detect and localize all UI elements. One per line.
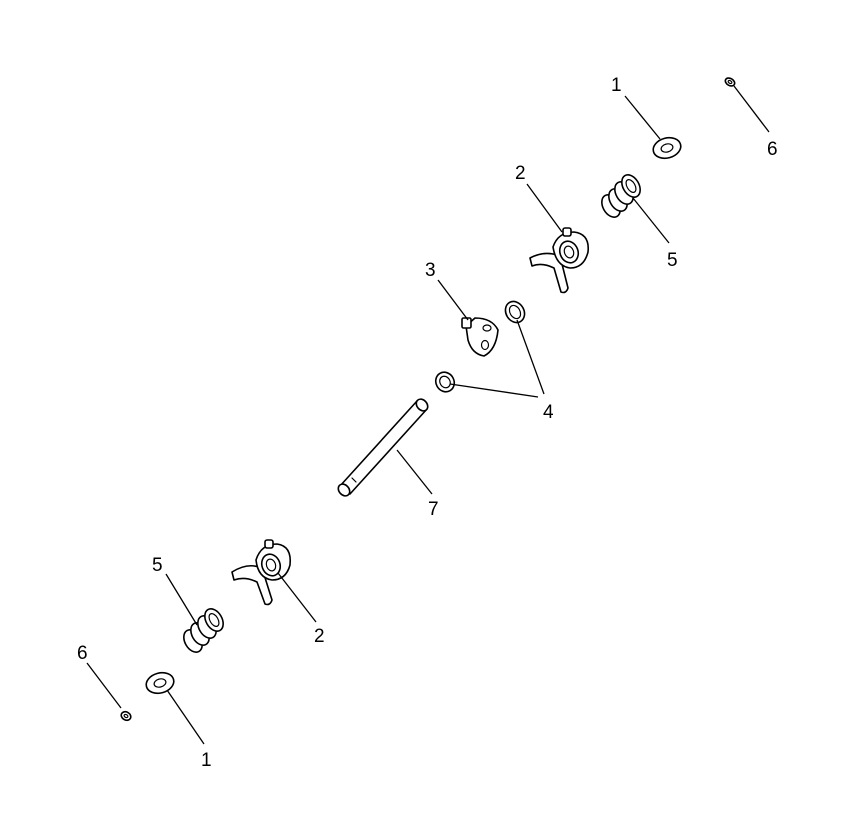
leader-3 xyxy=(437,279,469,321)
callout-1-top: 1 xyxy=(611,75,622,96)
part-5-bottom-spring xyxy=(183,608,224,653)
part-5-top-spring xyxy=(601,174,641,218)
part-2-top-shift-fork xyxy=(529,227,590,294)
callout-3: 3 xyxy=(425,260,436,281)
callout-6-top: 6 xyxy=(767,139,778,160)
callout-2-bottom: 2 xyxy=(314,626,325,647)
part-4-lower-ring xyxy=(434,371,456,393)
part-1-bottom-washer xyxy=(145,671,175,695)
callout-5-top: 5 xyxy=(667,250,678,271)
callout-5-bottom: 5 xyxy=(152,555,163,576)
leader-2-top xyxy=(526,183,563,233)
callout-2-top: 2 xyxy=(515,163,526,184)
leader-1-top xyxy=(624,95,661,140)
leader-4-lower xyxy=(449,383,539,398)
callout-7: 7 xyxy=(428,499,439,520)
part-4-upper-ring xyxy=(504,300,526,324)
leader-4-upper xyxy=(516,319,545,395)
leader-7 xyxy=(396,449,433,495)
leader-6-top xyxy=(733,85,770,133)
leader-1-bottom xyxy=(166,689,205,745)
leader-2-bottom xyxy=(277,572,317,623)
callout-4: 4 xyxy=(543,402,554,423)
part-6-top-clip xyxy=(724,77,736,87)
leader-5-top xyxy=(632,197,670,244)
callout-6-bottom: 6 xyxy=(77,643,88,664)
leader-6-bottom xyxy=(86,662,122,709)
part-2-bottom-shift-fork xyxy=(231,539,292,606)
leader-5-bottom xyxy=(165,573,198,626)
callout-1-bottom: 1 xyxy=(201,750,212,771)
part-1-top-washer xyxy=(652,136,682,160)
part-7-shaft xyxy=(337,398,429,497)
part-3-guide-lever xyxy=(461,317,499,357)
part-6-bottom-clip xyxy=(120,710,132,722)
